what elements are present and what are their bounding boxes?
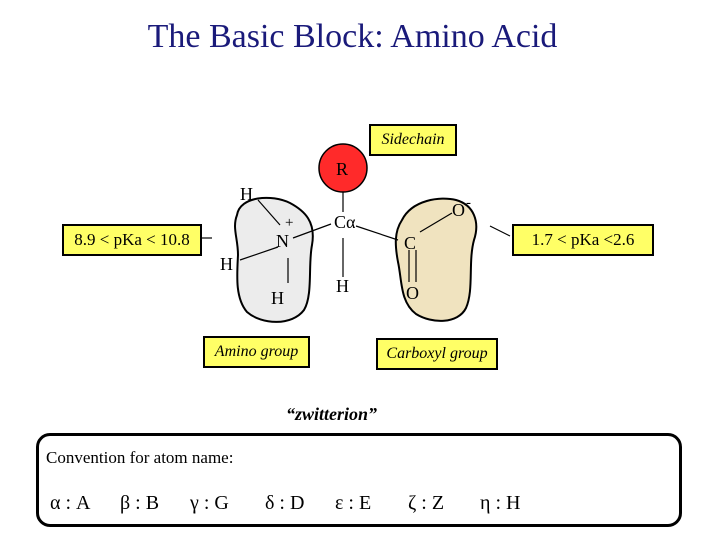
pka-right-label: 1.7 < pKa <2.6 <box>512 224 654 256</box>
convention-title: Convention for atom name: <box>46 448 234 467</box>
convention-gamma: γ : G <box>190 492 229 514</box>
atom-h-left: H <box>220 254 233 274</box>
sidechain-label: Sidechain <box>369 124 457 156</box>
bond-n-ca <box>292 223 332 239</box>
atom-o-top: O <box>452 200 465 220</box>
bond-c-o-top <box>419 212 453 233</box>
atom-c-carboxyl: C <box>404 233 417 253</box>
atom-h-alpha: H <box>336 276 349 296</box>
atom-o-bottom: O <box>406 283 419 303</box>
atom-c-alpha: Cα <box>334 212 356 232</box>
convention-beta: β : B <box>120 492 160 514</box>
pka-left-label: 8.9 < pKa < 10.8 <box>62 224 202 256</box>
page-title: The Basic Block: Amino Acid <box>147 18 558 55</box>
o-charge: - <box>466 195 471 211</box>
atom-h-bottom-n: H <box>271 288 284 308</box>
carboxyl-group-blob <box>394 197 478 322</box>
convention-delta: δ : D <box>265 492 305 514</box>
bond-ca-c <box>355 225 399 241</box>
bond-h-n <box>257 199 281 226</box>
pka-right-pointer <box>489 225 511 237</box>
convention-alpha: α : A <box>50 492 91 514</box>
convention-box <box>36 433 682 527</box>
n-charge: + <box>285 215 294 231</box>
amino-group-blob <box>234 196 314 323</box>
convention-zeta: ζ : Z <box>408 492 445 514</box>
convention-eta: η : H <box>480 492 521 514</box>
amino-group-label: Amino group <box>203 336 310 368</box>
bond-n-h-left <box>239 246 279 261</box>
zwitterion-label: “zwitterion” <box>286 404 378 424</box>
atom-r: R <box>336 159 349 179</box>
convention-epsilon: ε : E <box>335 492 372 514</box>
atom-n: N <box>276 231 289 251</box>
atom-h-top: H <box>240 184 253 204</box>
carboxyl-group-label: Carboxyl group <box>376 338 498 370</box>
